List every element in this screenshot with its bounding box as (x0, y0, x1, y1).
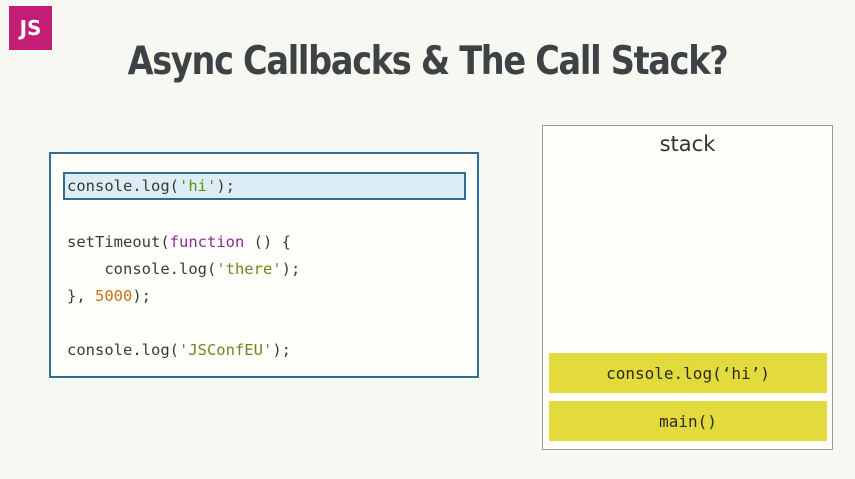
code-line-5: console.log('JSConfEU'); (67, 340, 291, 360)
number-literal: 5000 (95, 287, 133, 305)
code-line-2: setTimeout(function () { (67, 232, 291, 252)
code-token: console.log( (67, 341, 179, 359)
code-token: }, (67, 287, 95, 305)
code-line-4: }, 5000); (67, 286, 151, 306)
code-token: console.log( (67, 177, 179, 195)
keyword: function (169, 233, 245, 251)
current-line-highlight (63, 172, 466, 200)
js-logo: JS (9, 6, 52, 50)
call-stack-panel: stack console.log(‘hi’) main() (542, 125, 833, 450)
code-token: ); (272, 341, 291, 359)
stack-label: stack (659, 132, 716, 156)
slide-title: Async Callbacks & The Call Stack? (127, 39, 729, 84)
stack-frame-main: main() (549, 401, 827, 441)
code-token: () { (244, 233, 291, 251)
code-line-1: console.log('hi'); (67, 176, 235, 196)
code-token: ); (132, 287, 151, 305)
code-token: ); (216, 177, 235, 195)
code-line-3: console.log('there'); (67, 259, 300, 279)
string-literal: 'there' (216, 260, 282, 278)
code-panel: console.log('hi'); setTimeout(function (… (49, 152, 479, 378)
stack-frame-console-log: console.log(‘hi’) (549, 353, 827, 393)
string-literal: 'hi' (178, 177, 217, 195)
code-token: console.log( (67, 260, 217, 278)
code-token: ); (281, 260, 301, 278)
string-literal: 'JSConfEU' (178, 341, 273, 359)
code-token: setTimeout( (67, 233, 170, 251)
